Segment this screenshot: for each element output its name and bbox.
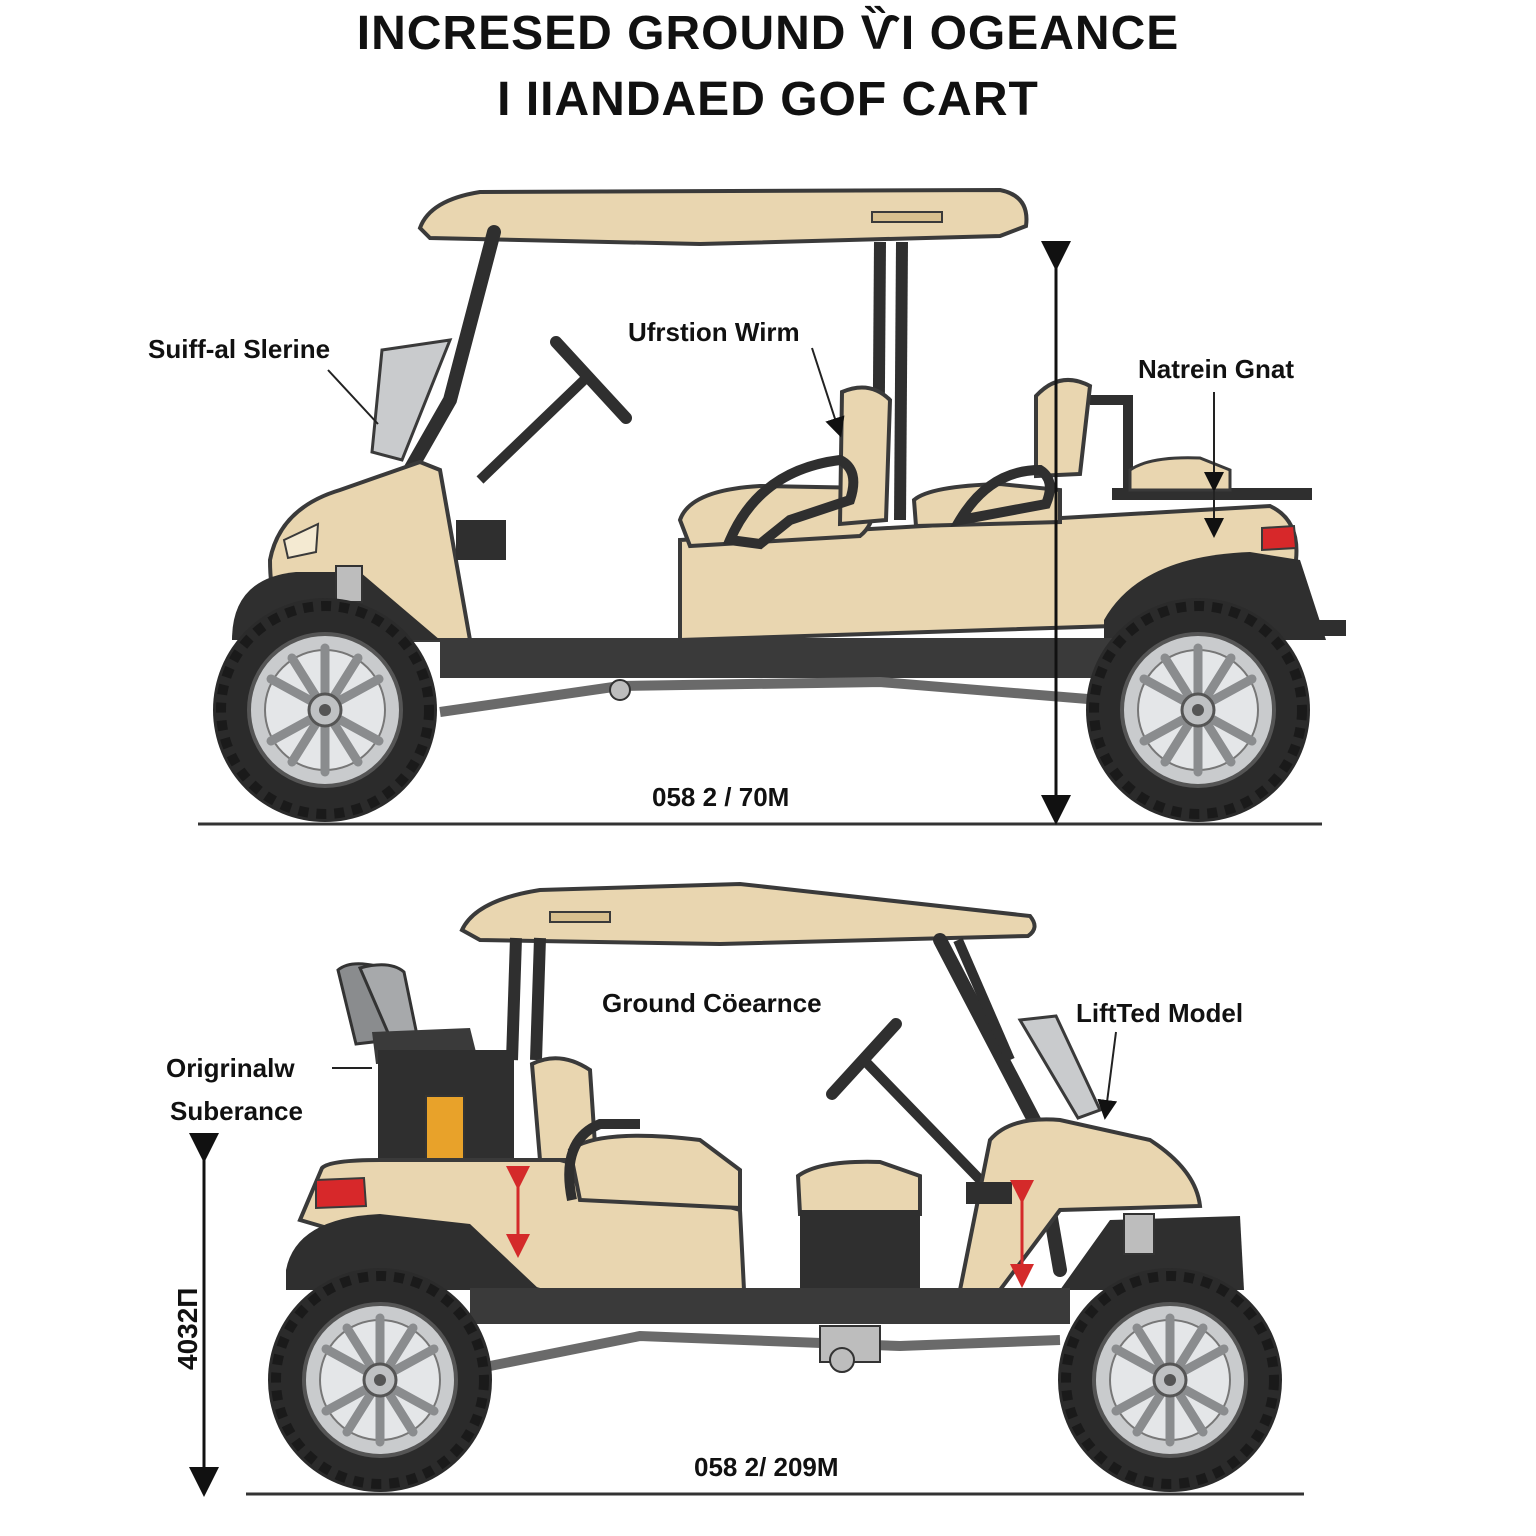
label-top-dimension: 058 2 / 70M	[652, 782, 790, 812]
bottom-rear-wheel	[268, 1268, 492, 1492]
bottom-frame	[470, 1288, 1070, 1324]
label-top-right: Natrein Gnat	[1138, 354, 1295, 384]
label-bottom-vertical-dimension: 4032П	[172, 1287, 203, 1370]
label-top-center: Ufrstion Wirm	[628, 317, 800, 347]
top-windshield	[370, 338, 453, 462]
label-top-left: Suiff-al Slerine	[148, 334, 331, 364]
label-bottom-left-1: Origrinalw	[166, 1053, 295, 1083]
bottom-front-wheel	[1058, 1268, 1282, 1492]
top-cart	[198, 187, 1346, 824]
top-rear-wheel	[1086, 598, 1310, 822]
top-frame	[440, 638, 1130, 678]
bottom-cart	[189, 881, 1304, 1497]
top-center-leader	[811, 347, 845, 438]
label-bottom-dimension: 058 2/ 209M	[694, 1452, 839, 1482]
label-bottom-left-2: Suberance	[170, 1096, 303, 1126]
bottom-right-leader	[1097, 1031, 1118, 1120]
top-left-leader	[327, 369, 379, 425]
title-line-1: INCRESED GROUND ѶI OGEANCE	[356, 7, 1180, 60]
top-roof	[417, 187, 1029, 247]
title-line-2: I IIANDAED GOF CART	[497, 73, 1039, 126]
label-bottom-center: Ground Cöearnce	[602, 988, 822, 1018]
top-front-wheel	[213, 598, 437, 822]
bottom-roof	[459, 881, 1037, 947]
label-bottom-right: LiftTed Model	[1076, 998, 1244, 1028]
